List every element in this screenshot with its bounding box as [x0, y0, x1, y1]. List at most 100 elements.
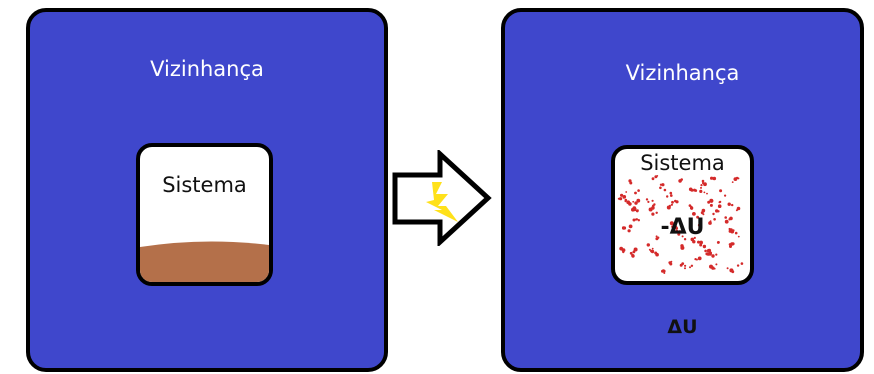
energy-particle	[737, 264, 739, 266]
energy-particle	[652, 248, 654, 250]
energy-particle	[741, 262, 744, 265]
surroundings-energy-change-label: ΔU	[505, 316, 860, 338]
energy-particle	[670, 194, 673, 197]
surroundings-title-left: Vizinhança	[30, 57, 384, 81]
energy-particle	[626, 200, 630, 204]
energy-particle	[670, 192, 673, 195]
system-label-right: Sistema	[615, 151, 750, 175]
system-box-left: Sistema	[136, 143, 273, 286]
energy-particle	[654, 252, 657, 255]
energy-particle	[692, 240, 695, 243]
energy-particle	[693, 189, 696, 192]
energy-particle	[623, 195, 627, 199]
energy-particle	[632, 201, 634, 203]
energy-particle	[681, 262, 684, 265]
energy-particle	[661, 183, 664, 186]
energy-particle	[636, 210, 639, 213]
system-box-right: Sistema -ΔU	[611, 145, 754, 285]
energy-particle	[714, 268, 716, 270]
energy-particle	[698, 257, 702, 261]
energy-particle	[706, 193, 708, 195]
energy-particle	[663, 270, 666, 273]
energy-particle	[689, 266, 691, 268]
energy-particle	[727, 267, 729, 269]
energy-particle	[671, 204, 673, 206]
process-arrow	[390, 150, 492, 246]
energy-particle	[736, 177, 738, 179]
energy-particle	[711, 254, 714, 257]
soil-layer	[140, 239, 269, 282]
energy-particle	[710, 204, 713, 207]
energy-particle	[719, 201, 721, 203]
energy-particle	[709, 265, 713, 269]
energy-particle	[651, 250, 654, 253]
energy-particle	[715, 263, 717, 265]
energy-particle	[667, 206, 671, 210]
energy-particle	[704, 192, 706, 194]
energy-particle	[713, 177, 715, 179]
energy-particle	[619, 247, 623, 251]
energy-particle	[646, 198, 648, 200]
energy-particle	[719, 189, 722, 192]
energy-particle	[634, 192, 637, 195]
energy-particle	[710, 199, 714, 203]
energy-particle	[674, 200, 677, 203]
energy-particle	[689, 204, 692, 207]
energy-particle	[704, 250, 707, 253]
energy-particle	[669, 263, 672, 266]
energy-particle	[629, 182, 632, 185]
energy-particle	[700, 187, 702, 189]
energy-particle	[703, 210, 705, 212]
energy-particle	[697, 241, 700, 244]
surroundings-title-right: Vizinhança	[505, 61, 860, 85]
energy-particle	[699, 190, 702, 193]
energy-particle	[664, 189, 667, 192]
energy-particle	[659, 187, 662, 190]
energy-particle	[630, 252, 633, 255]
energy-particle	[654, 175, 657, 178]
energy-particle	[684, 267, 686, 269]
energy-particle	[647, 201, 649, 203]
energy-particle	[622, 251, 624, 253]
system-label-left: Sistema	[140, 173, 269, 197]
energy-particle	[633, 251, 636, 254]
energy-particle	[652, 200, 654, 202]
energy-particle	[717, 241, 720, 244]
energy-particle	[705, 252, 708, 255]
energy-particle	[651, 206, 655, 210]
energy-particle	[703, 245, 706, 248]
energy-particle	[618, 198, 620, 200]
energy-particle	[670, 261, 672, 263]
energy-particle	[633, 207, 637, 211]
energy-particle	[724, 195, 726, 197]
energy-particle	[637, 189, 640, 192]
energy-particle	[736, 209, 738, 211]
energy-particle	[707, 249, 711, 253]
energy-particle	[684, 265, 686, 267]
energy-particle	[696, 259, 698, 261]
system-energy-change-label: -ΔU	[615, 215, 750, 240]
energy-particle	[715, 209, 718, 212]
energy-particle	[729, 268, 733, 272]
energy-particle	[700, 184, 702, 186]
energy-particle	[671, 201, 674, 204]
energy-particle	[652, 177, 655, 180]
energy-particle	[656, 212, 658, 214]
energy-particle	[625, 191, 627, 193]
energy-particle	[631, 254, 634, 257]
surroundings-panel-right: Vizinhança Sistema -ΔU ΔU	[501, 8, 864, 372]
energy-particle	[649, 249, 651, 251]
energy-particle	[710, 177, 713, 180]
energy-particle	[718, 204, 722, 208]
energy-particle	[636, 199, 640, 203]
energy-particle	[625, 199, 628, 202]
energy-particle	[691, 208, 693, 210]
energy-particle	[666, 195, 668, 197]
energy-particle	[732, 181, 734, 183]
energy-particle	[702, 180, 705, 183]
energy-particle	[680, 244, 683, 247]
energy-particle	[731, 204, 733, 206]
energy-particle	[691, 265, 693, 267]
energy-particle	[737, 207, 739, 209]
surroundings-panel-left: Vizinhança Sistema	[26, 8, 388, 372]
